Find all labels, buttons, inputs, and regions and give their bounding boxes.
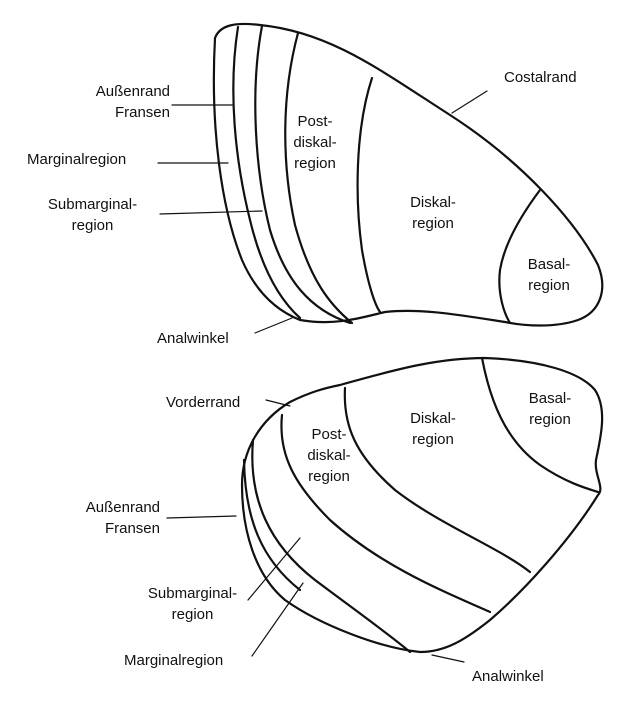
hindwing-postdiscal-line bbox=[280, 413, 492, 614]
label-text: Außenrand bbox=[85, 499, 160, 516]
fw-costalrand-label: Costalrand bbox=[504, 69, 577, 86]
leader-costalrand bbox=[451, 90, 488, 114]
label-text: region bbox=[412, 215, 454, 232]
leader-aussenrand-h bbox=[166, 515, 237, 519]
label-text: region bbox=[412, 431, 454, 448]
label-text: region bbox=[528, 277, 570, 294]
hindwing-discal-line bbox=[343, 386, 532, 574]
label-text: region bbox=[294, 155, 336, 172]
label-text: Basal- bbox=[527, 256, 571, 273]
label-text: Submarginal- bbox=[147, 585, 238, 602]
label-text: diskal- bbox=[293, 134, 337, 151]
hindwing-marginal-line bbox=[242, 458, 302, 592]
forewing-submarginal-line bbox=[284, 31, 354, 325]
label-text: Fransen bbox=[114, 104, 170, 121]
leader-marginal-h bbox=[251, 582, 304, 657]
leader-submarginal-h bbox=[247, 537, 301, 601]
leader-vorderrand bbox=[265, 399, 291, 407]
forewing-fringe-line bbox=[232, 25, 302, 320]
label-text: region bbox=[71, 217, 114, 234]
hw-analwinkel-label: Analwinkel bbox=[472, 668, 544, 685]
fw-marginal-label: Marginalregion bbox=[27, 151, 127, 168]
label-text: region bbox=[308, 468, 350, 485]
hw-submarginal-label: Submarginal-region bbox=[130, 583, 255, 625]
hindwing-submarginal-line bbox=[251, 438, 412, 654]
fw-diskal-label: Diskal-region bbox=[398, 192, 468, 234]
label-text: region bbox=[529, 411, 571, 428]
label-text: Post- bbox=[311, 426, 347, 443]
hw-postdiskal-label: Post-diskal-region bbox=[294, 424, 364, 487]
forewing-outline bbox=[212, 22, 604, 327]
fw-basal-label: Basal-region bbox=[514, 254, 584, 296]
forewing-postdiscal-line bbox=[356, 76, 382, 314]
hindwing-outline bbox=[240, 356, 604, 654]
forewing-basal-line bbox=[498, 188, 542, 325]
hw-basal-label: Basal-region bbox=[515, 388, 585, 430]
hw-marginal-label: Marginalregion bbox=[124, 652, 224, 669]
label-text: Post- bbox=[297, 113, 333, 130]
leader-analwinkel-h bbox=[431, 654, 465, 663]
fw-submarginal-label: Submarginal-region bbox=[30, 194, 155, 236]
hw-vorderrand-label: Vorderrand bbox=[166, 394, 241, 411]
label-text: Fransen bbox=[104, 520, 160, 537]
hindwing-basal-line bbox=[480, 356, 600, 494]
label-text: Diskal- bbox=[410, 194, 456, 211]
label-text: Basal- bbox=[528, 390, 572, 407]
leader-analwinkel bbox=[254, 317, 293, 334]
leader-submarginal bbox=[159, 210, 263, 215]
label-text: Submarginal- bbox=[47, 196, 138, 213]
label-text: diskal- bbox=[307, 447, 351, 464]
fw-postdiskal-label: Post-diskal-region bbox=[280, 111, 350, 174]
forewing-marginal-line bbox=[254, 24, 352, 325]
label-text: region bbox=[171, 606, 214, 623]
hindwing bbox=[166, 356, 604, 663]
label-text: Diskal- bbox=[410, 410, 456, 427]
hw-diskal-label: Diskal-region bbox=[398, 408, 468, 450]
label-text: Außenrand bbox=[95, 83, 170, 100]
fw-analwinkel-label: Analwinkel bbox=[157, 330, 229, 347]
forewing bbox=[157, 22, 604, 334]
